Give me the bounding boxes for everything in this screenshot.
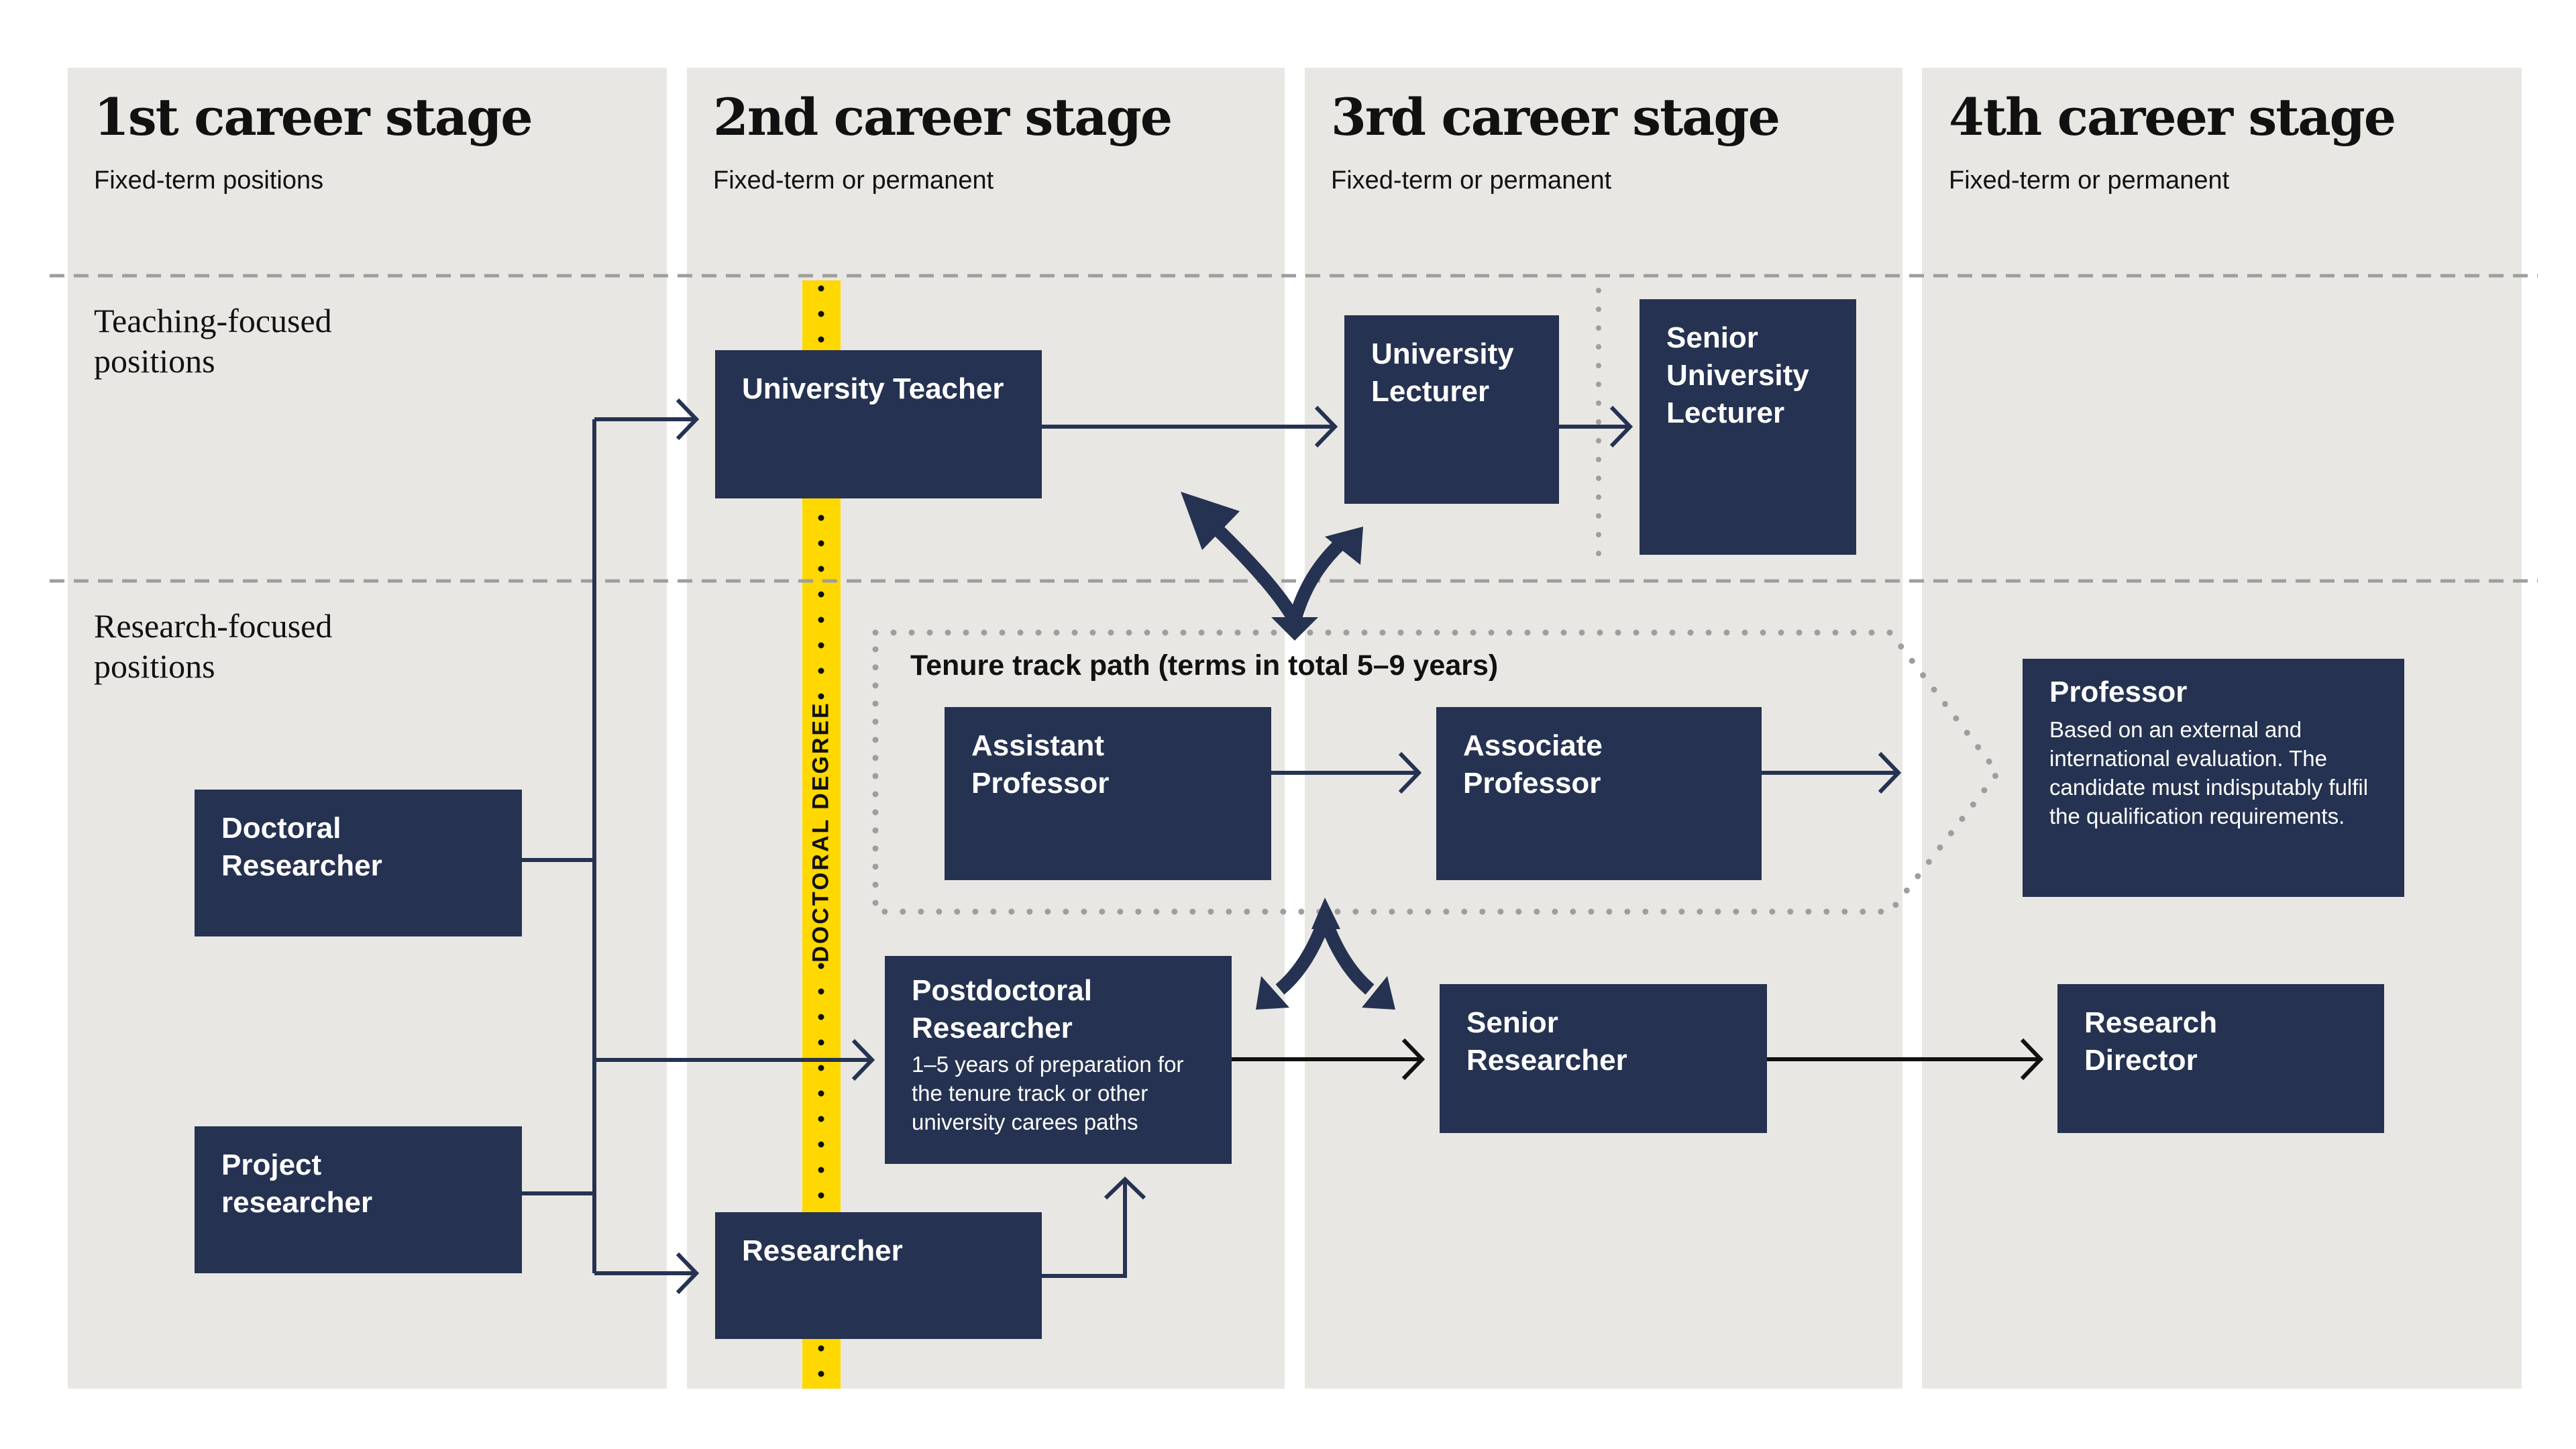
position-title-line1: Research [2084,1006,2218,1039]
position-title-line1: Associate [1463,729,1603,762]
position-university-lecturer[interactable]: University Lecturer [1344,315,1559,504]
position-title-line2: Researcher [912,1012,1073,1044]
arrowhead-to-postdoc [1256,976,1289,1010]
stage-title-1: 1st career stage [94,87,533,147]
arrow-researcher-to-postdoc [1042,1181,1127,1278]
stage-subtitle-3: Fixed-term or permanent [1331,166,1612,195]
stage-title-4: 4th career stage [1949,87,2396,147]
arrowhead-to-lecturer [1325,527,1363,565]
position-title: University Teacher [742,372,1004,405]
row-label-teaching-line1: Teaching-focused [94,302,332,339]
position-title-line3: Lecturer [1666,396,1785,429]
arrowhead-university-teacher [676,398,700,441]
arrowhead-to-teacher [1181,492,1240,550]
position-research-director[interactable]: Research Director [2057,984,2384,1133]
stage-subtitle-4: Fixed-term or permanent [1949,166,2230,195]
stage-subtitle-1: Fixed-term positions [94,166,324,195]
arrowhead-associate [1398,751,1422,794]
row-label-teaching: Teaching-focused positions [94,301,332,381]
row-label-research: Research-focused positions [94,606,332,686]
doctoral-degree-label: DOCTORAL DEGREE [808,701,834,963]
position-title-line2: Professor [971,767,1110,800]
row-label-teaching-line2: positions [94,342,215,380]
position-title-line1: Doctoral [221,812,341,845]
position-title-line2: Director [2084,1044,2198,1077]
row-label-research-line2: positions [94,647,215,685]
position-title: Researcher [742,1234,903,1267]
postdoc-tenure-switch-arrow [1275,916,1375,995]
row-label-research-line1: Research-focused [94,607,333,645]
position-professor[interactable]: Professor Based on an external and inter… [2023,659,2404,897]
arrowhead-lecturer [1314,405,1338,448]
position-title-line2: Researcher [1466,1044,1627,1077]
tenure-track-label: Tenure track path (terms in total 5–9 ye… [910,649,1499,682]
arrowhead-senior-researcher [1401,1038,1426,1081]
position-description: 1–5 years of preparation for the tenure … [912,1052,1184,1134]
stage-subtitle-2: Fixed-term or permanent [713,166,994,195]
position-doctoral-researcher[interactable]: Doctoral Researcher [195,790,522,936]
position-title-line1: Senior [1466,1006,1558,1039]
position-project-researcher[interactable]: Project researcher [195,1126,522,1273]
position-senior-researcher[interactable]: Senior Researcher [1440,984,1767,1133]
position-title-line1: University [1371,337,1514,370]
arrowhead-senior-lecturer [1609,405,1633,448]
arrowhead-postdoc [851,1038,875,1081]
tenure-track-outline [872,629,2002,915]
position-title-line1: Project [221,1148,322,1181]
stage-title-2: 2nd career stage [713,87,1173,147]
arrowhead-professor [1878,751,1902,794]
arrowhead-to-tenure [1271,617,1318,641]
arrowhead-to-senior-researcher [1362,976,1395,1010]
position-assistant-professor[interactable]: Assistant Professor [945,707,1271,880]
position-senior-university-lecturer[interactable]: Senior University Lecturer [1640,299,1856,555]
position-title-line1: Postdoctoral [912,974,1092,1007]
position-title-line2: Lecturer [1371,375,1490,408]
arrowhead-research-director [2020,1038,2044,1081]
position-researcher[interactable]: Researcher [715,1212,1042,1339]
position-title-line2: Professor [1463,767,1601,800]
teaching-tenure-switch-arrow [1199,511,1353,624]
arrowhead-researcher [676,1252,700,1295]
position-university-teacher[interactable]: University Teacher [715,350,1042,498]
position-title-line2: University [1666,359,1809,392]
position-postdoctoral-researcher[interactable]: Postdoctoral Researcher 1–5 years of pre… [885,956,1232,1164]
position-title-line2: researcher [221,1186,373,1219]
arrowhead-to-tenure-up [1311,898,1340,929]
position-description: Based on an external and international e… [2049,717,2369,828]
position-title-line2: Researcher [221,849,382,882]
position-title: Professor [2049,676,2188,708]
position-title-line1: Assistant [971,729,1105,762]
arrowhead-postdoc-up [1104,1176,1146,1200]
stage-title-3: 3rd career stage [1331,87,1780,147]
position-associate-professor[interactable]: Associate Professor [1436,707,1762,880]
position-title-line1: Senior [1666,321,1758,354]
